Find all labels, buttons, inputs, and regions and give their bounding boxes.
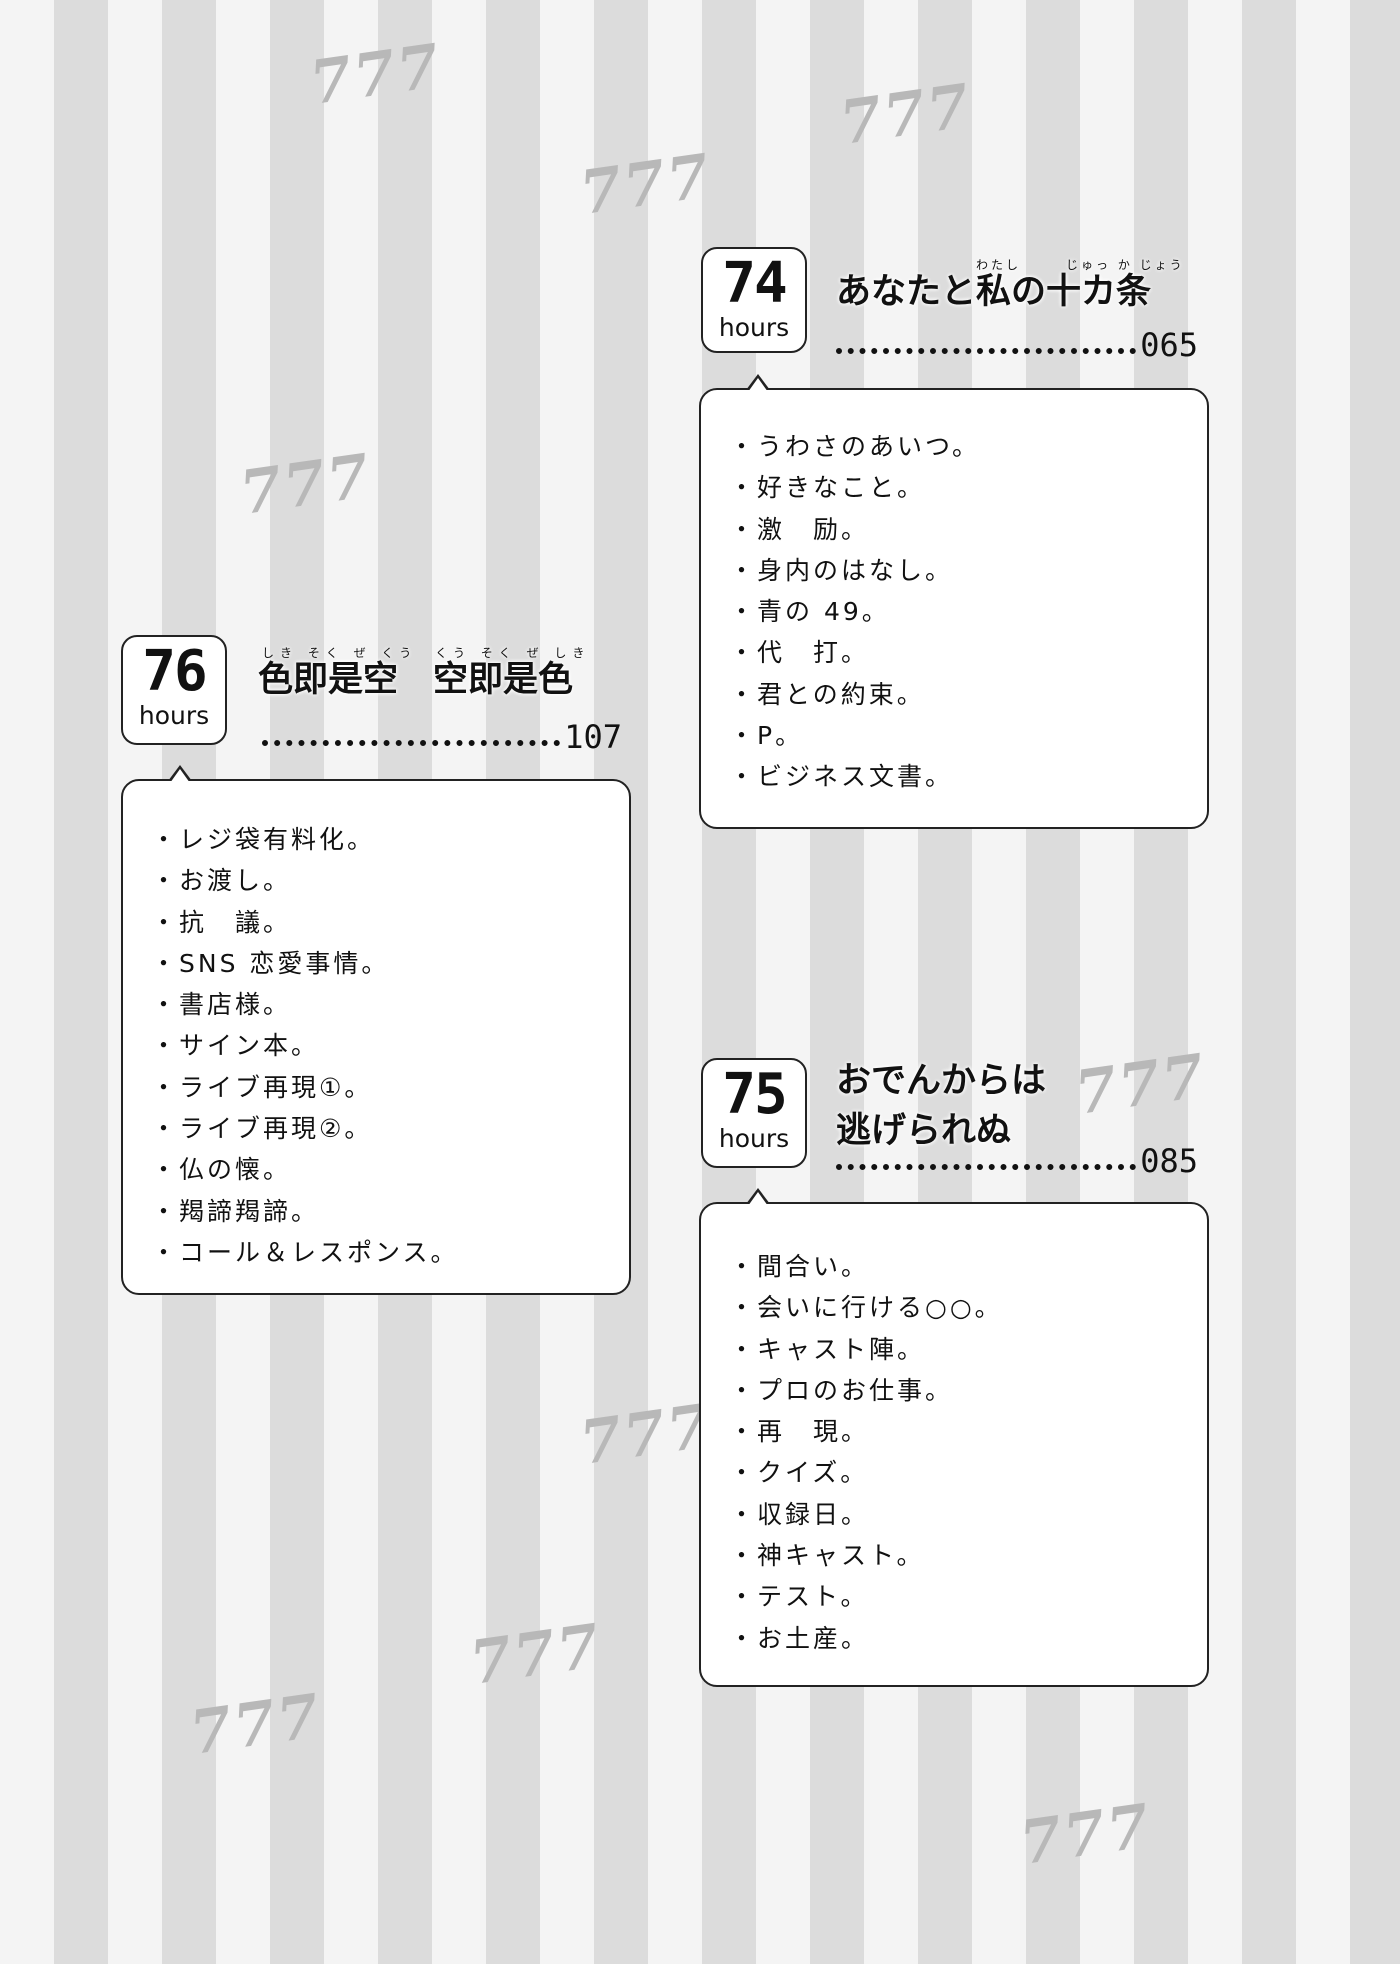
page-leader: 107 [262,720,622,754]
watermark-777: 777 [575,1391,716,1479]
page-number: 107 [564,718,622,756]
topic-item: 間合い。 [757,1246,1003,1287]
chapter-title: わたし じゅっ か じょう あなたと私の十カ条 [836,258,1185,312]
topic-item: ビジネス文書。 [757,756,980,797]
topic-item: レジ袋有料化。 [179,819,459,860]
ruby: わたし じゅっ か じょう [976,258,1185,272]
watermark-777: 777 [575,141,716,229]
topic-item: プロのお仕事。 [757,1370,1003,1411]
topic-item: ライブ再現②。 [179,1108,459,1149]
topic-item: 仏の懐。 [179,1149,459,1190]
hours-badge: 76 hours [121,635,227,745]
topic-item: 書店様。 [179,984,459,1025]
topic-item: 羯諦羯諦。 [179,1191,459,1232]
leader-dots [262,740,561,746]
topic-item: お渡し。 [179,860,459,901]
topic-item: テスト。 [757,1576,1003,1617]
chapter-number: 74 [722,251,787,316]
watermark-777: 777 [185,1681,326,1769]
topic-item: キャスト陣。 [757,1329,1003,1370]
page-leader: 085 [836,1144,1198,1178]
watermark-777: 777 [1070,1041,1211,1129]
topic-item: 抗 議。 [179,902,459,943]
topic-item: SNS 恋愛事情。 [179,943,459,984]
watermark-777: 777 [305,31,446,119]
topic-item: 身内のはなし。 [757,550,980,591]
chapter-number: 75 [722,1062,787,1127]
topic-item: 好きなこと。 [757,467,980,508]
hours-badge: 74 hours [701,247,807,353]
ruby: しき そく ぜ くう くう そく ぜ しき [262,646,591,660]
page-leader: 065 [836,328,1198,362]
chapter-title: しき そく ぜ くう くう そく ぜ しき 色即是空 空即是色 [258,646,590,700]
topic-list: うわさのあいつ。好きなこと。激 励。身内のはなし。青の 49。代 打。君との約束… [757,426,980,798]
hours-label: hours [718,1124,790,1153]
topic-item: 収録日。 [757,1494,1003,1535]
topic-item: 激 励。 [757,509,980,550]
topic-item: クイズ。 [757,1452,1003,1493]
hours-label: hours [718,313,790,342]
topic-item: 代 打。 [757,632,980,673]
topic-item: サイン本。 [179,1025,459,1066]
page-number: 065 [1140,326,1198,364]
hours-badge: 75 hours [701,1058,807,1168]
leader-dots [836,1164,1137,1170]
watermark-777: 777 [1015,1791,1156,1879]
hours-label: hours [138,701,210,730]
topic-item: お土産。 [757,1618,1003,1659]
watermark-777: 777 [465,1611,606,1699]
topic-item: 神キャスト。 [757,1535,1003,1576]
page-number: 085 [1140,1142,1198,1180]
chapter-number: 76 [142,639,207,704]
watermark-777: 777 [835,71,976,159]
topic-item: ライブ再現①。 [179,1067,459,1108]
title-line: 色即是空 空即是色 [258,660,574,700]
title-line: 逃げられぬ [836,1111,1012,1151]
watermark-777: 777 [235,441,376,529]
leader-dots [836,348,1137,354]
topic-bubble: うわさのあいつ。好きなこと。激 励。身内のはなし。青の 49。代 打。君との約束… [699,374,1209,829]
topic-list: レジ袋有料化。お渡し。抗 議。SNS 恋愛事情。書店様。サイン本。ライブ再現①。… [179,819,459,1273]
topic-list: 間合い。会いに行ける○○。キャスト陣。プロのお仕事。再 現。クイズ。収録日。神キ… [757,1246,1003,1659]
topic-bubble: レジ袋有料化。お渡し。抗 議。SNS 恋愛事情。書店様。サイン本。ライブ再現①。… [121,765,631,1295]
topic-item: 再 現。 [757,1411,1003,1452]
chapter-title: おでんからは 逃げられぬ [836,1056,1046,1156]
title-line: あなたと私の十カ条 [836,272,1152,312]
topic-bubble: 間合い。会いに行ける○○。キャスト陣。プロのお仕事。再 現。クイズ。収録日。神キ… [699,1188,1209,1687]
topic-item: P。 [757,715,980,756]
title-line: おでんからは [836,1061,1047,1101]
topic-item: コール＆レスポンス。 [179,1232,459,1273]
topic-item: 会いに行ける○○。 [757,1287,1003,1328]
topic-item: 君との約束。 [757,674,980,715]
topic-item: 青の 49。 [757,591,980,632]
topic-item: うわさのあいつ。 [757,426,980,467]
